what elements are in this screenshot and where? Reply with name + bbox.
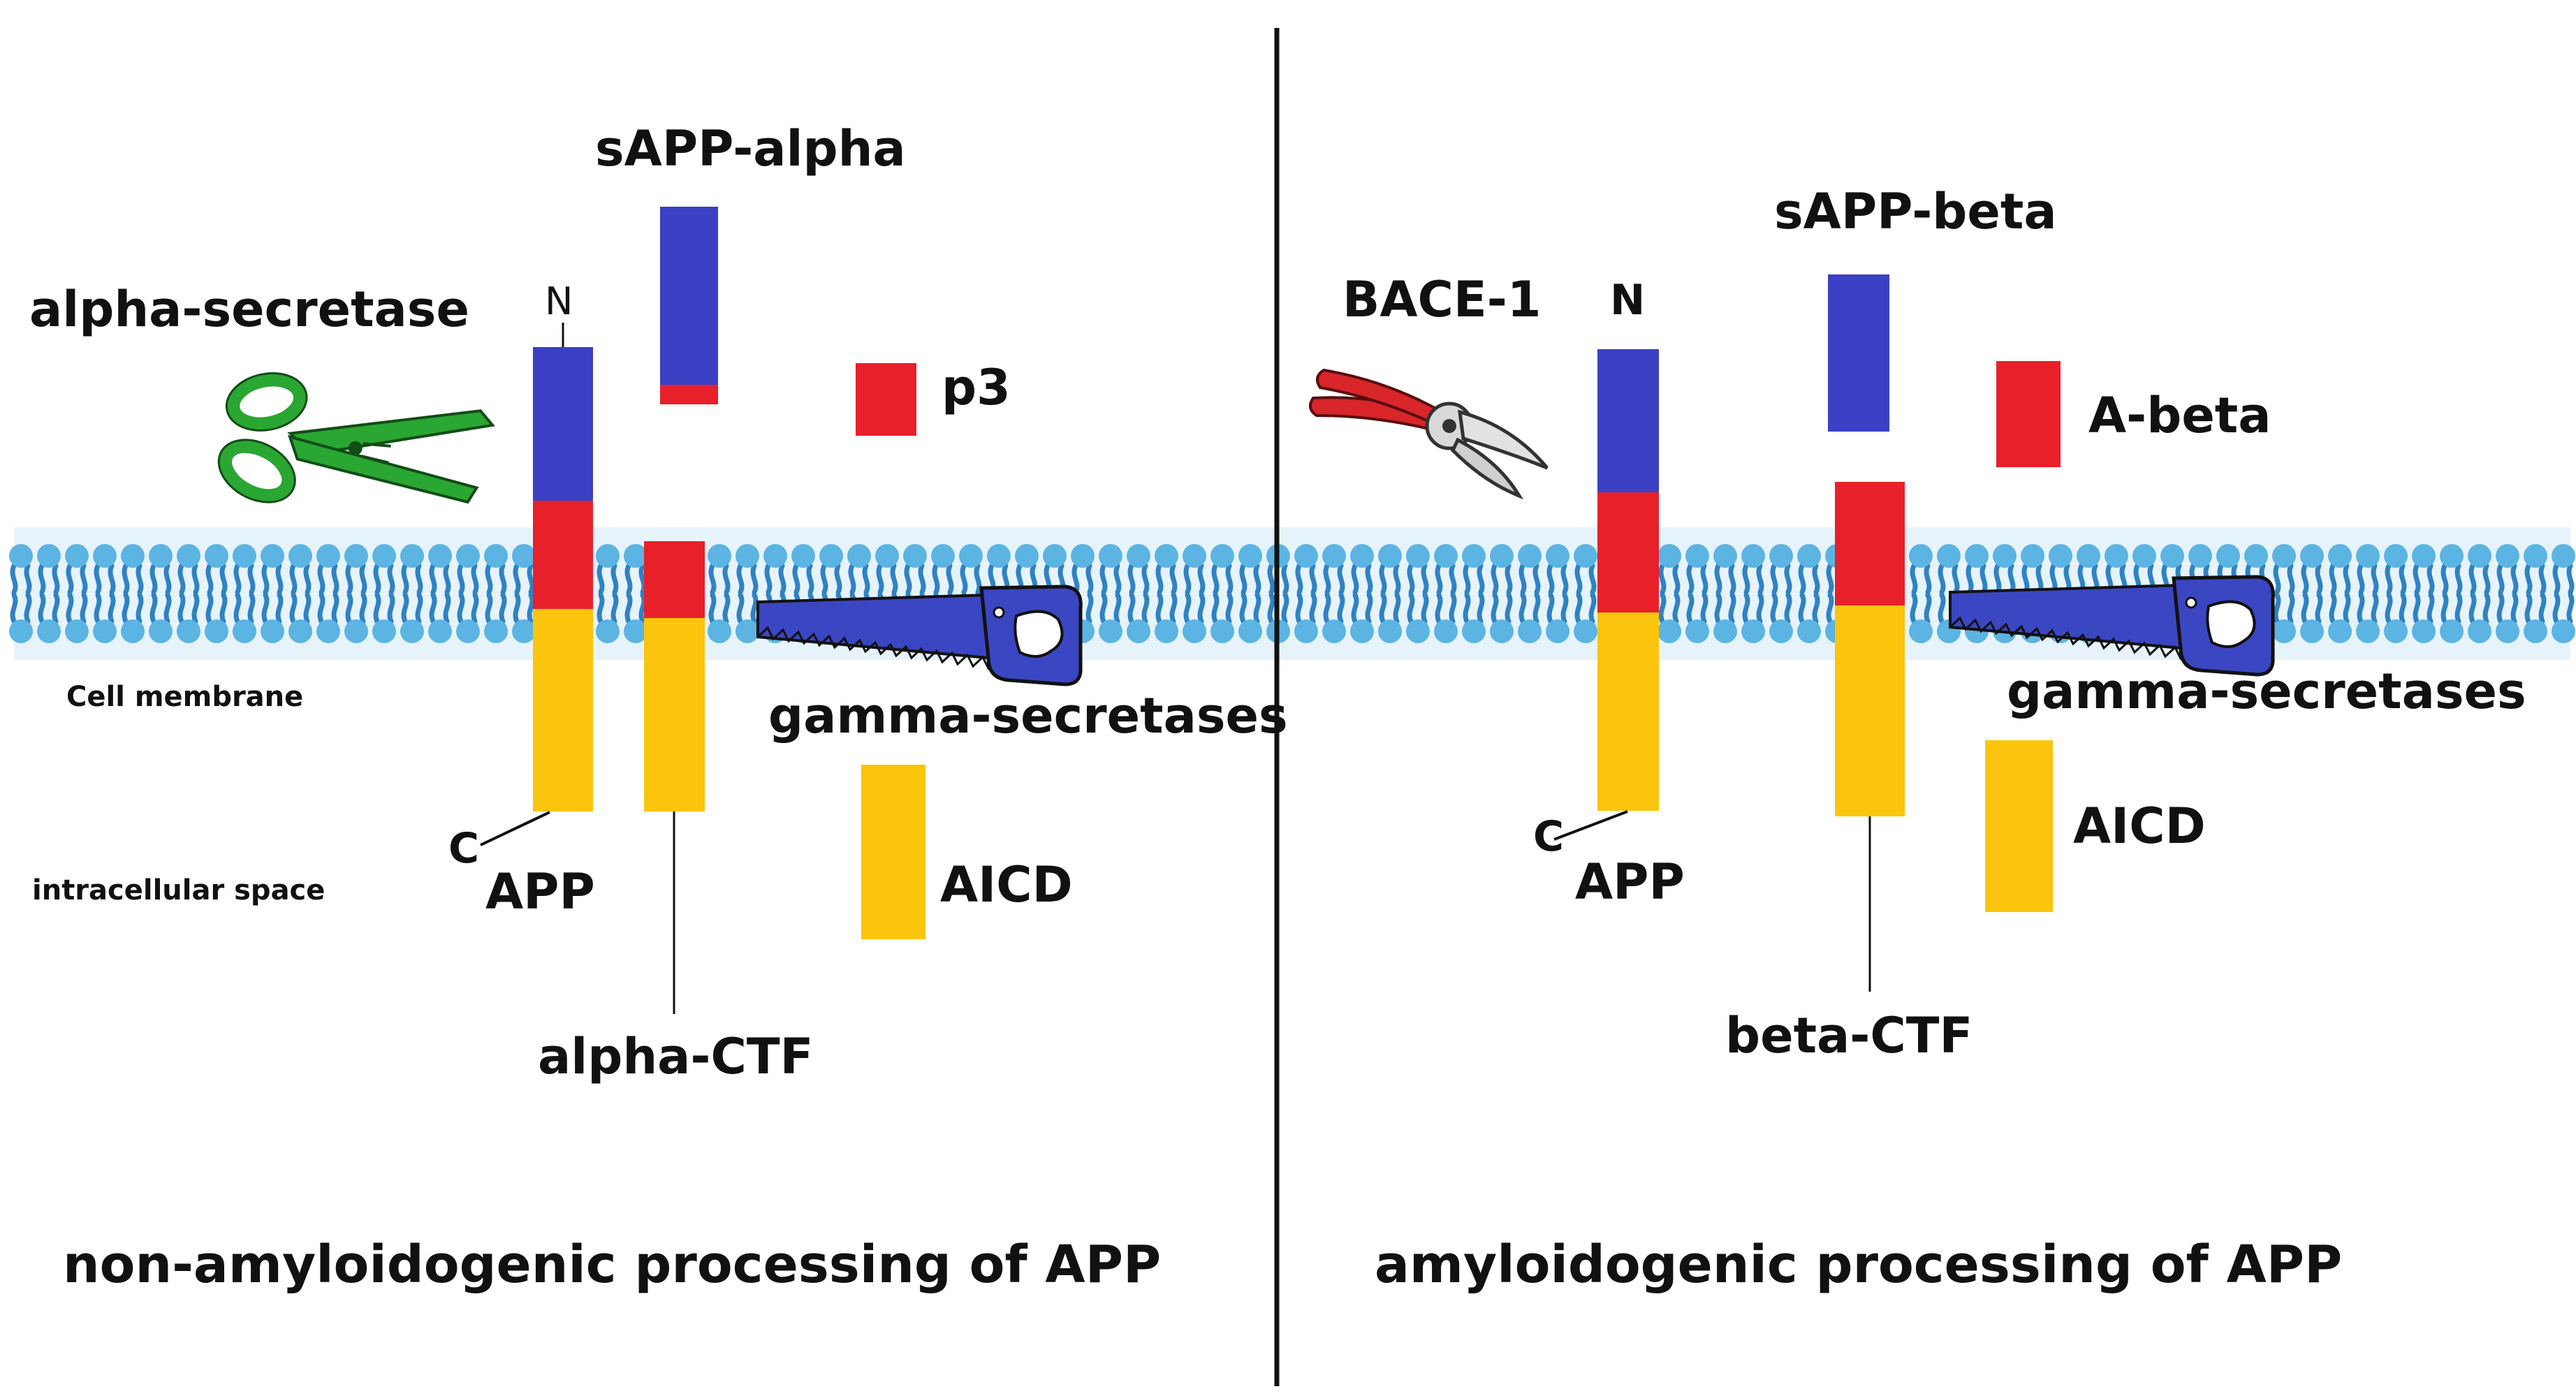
sapp-alpha-red (660, 385, 718, 404)
beta-ctf-label: beta-CTF (1725, 1007, 1973, 1064)
alpha-ctf-yellow (644, 618, 705, 811)
gamma-secretases-left-label: gamma-secretases (768, 687, 1288, 744)
app-right-intracellular-domain (1597, 612, 1659, 811)
gamma-secretases-right-label: gamma-secretases (2007, 663, 2526, 720)
saw-icon-left (756, 585, 1083, 686)
p3-fragment (856, 363, 916, 436)
app-left-label: APP (485, 863, 595, 920)
aicd-right-fragment (1985, 740, 2053, 912)
c-terminus-line-right (1553, 810, 1628, 841)
beta-ctf-red (1835, 482, 1905, 605)
sapp-alpha-blue (660, 207, 718, 385)
aicd-left-fragment (861, 765, 925, 939)
aicd-right-label: AICD (2073, 798, 2206, 855)
alpha-ctf-label: alpha-CTF (538, 1028, 814, 1085)
sapp-beta-label: sAPP-beta (1774, 183, 2057, 240)
saw-icon-right (1949, 575, 2275, 677)
intracellular-space-label: intracellular space (32, 874, 325, 906)
n-terminus-right-label: N (1610, 276, 1646, 325)
alpha-ctf-red (644, 541, 705, 618)
c-terminus-left-label: C (448, 824, 480, 873)
abeta-fragment (1996, 361, 2061, 467)
app-left-abeta-region (533, 501, 593, 609)
n-terminus-left-label: N (545, 279, 573, 323)
app-right-abeta-region (1597, 492, 1659, 612)
cell-membrane-label: Cell membrane (66, 681, 304, 713)
bace1-label: BACE-1 (1342, 271, 1542, 328)
beta-ctf-yellow (1835, 605, 1905, 816)
alpha-secretase-label: alpha-secretase (29, 281, 469, 338)
app-left-ecto-domain (533, 347, 593, 501)
c-terminus-right-label: C (1533, 812, 1565, 861)
scissors-icon (217, 372, 495, 504)
app-left-intracellular-domain (533, 609, 593, 811)
p3-label: p3 (942, 359, 1011, 416)
sapp-alpha-label: sAPP-alpha (595, 120, 906, 177)
non-amyloidogenic-title: non-amyloidogenic processing of APP (63, 1235, 1162, 1295)
amyloidogenic-title: amyloidogenic processing of APP (1375, 1235, 2343, 1295)
pruning-shears-icon (1309, 368, 1549, 500)
c-terminus-line-left (480, 811, 550, 846)
app-right-label: APP (1575, 853, 1685, 911)
aicd-left-label: AICD (940, 856, 1073, 913)
app-right-ecto-domain (1597, 349, 1659, 492)
abeta-label: A-beta (2088, 387, 2271, 444)
sapp-beta-fragment (1828, 274, 1889, 432)
